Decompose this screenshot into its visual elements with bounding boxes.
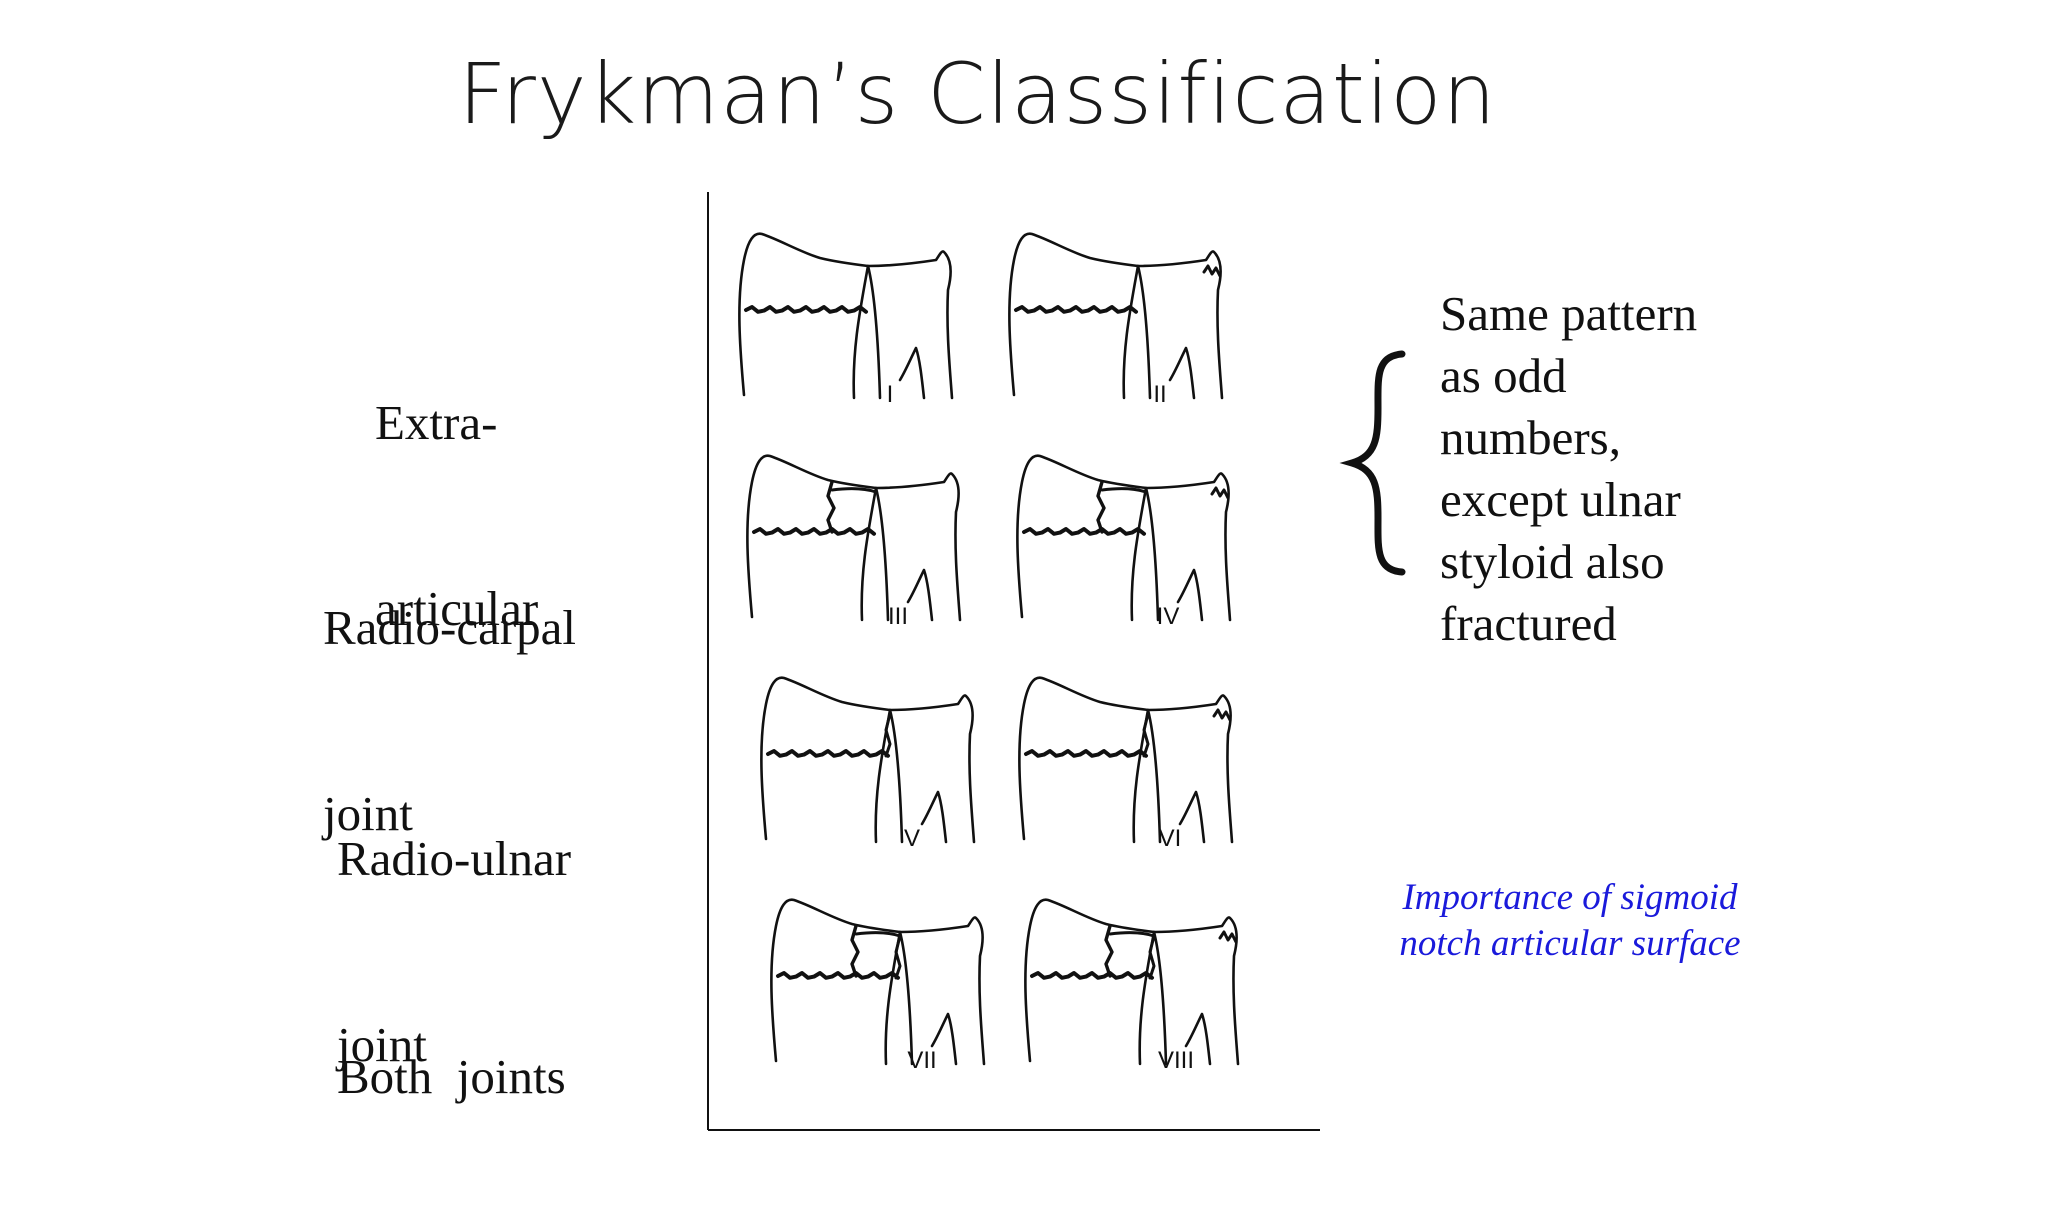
radiocarpal-fracture-extension — [826, 480, 836, 534]
ulna-bone-outline — [866, 250, 954, 400]
fracture-type-panel: V — [760, 676, 976, 852]
radiocarpal-fracture-extension — [850, 924, 860, 978]
fracture-type-panel: IV — [1016, 454, 1232, 630]
row-label-line: Both joints — [337, 1049, 566, 1104]
type-numeral-label: III — [888, 603, 908, 630]
radius-ulnar-border — [852, 264, 870, 400]
row-label-line: Radio-carpal — [323, 600, 577, 655]
type-numeral-label: VII — [907, 1047, 936, 1074]
row-label-line: Radio-ulnar — [337, 831, 572, 886]
ulna-bone-outline — [1152, 916, 1240, 1066]
curly-brace-icon — [1339, 350, 1406, 576]
ulna-inner-border — [1168, 346, 1196, 400]
radius-bone-outline — [1018, 676, 1162, 844]
note-line: styloid also — [1440, 534, 1665, 589]
radius-ulnar-border — [860, 486, 878, 622]
row-label-line: joint — [337, 1017, 427, 1072]
odd-even-note: Same pattern as odd numbers, except ulna… — [1440, 283, 1697, 655]
radius-fracture-line — [1030, 971, 1154, 980]
articular-fragment-line — [1108, 931, 1156, 938]
sigmoid-notch-fracture — [1148, 934, 1156, 980]
ulna-bone-outline — [874, 472, 962, 622]
radius-fracture-line — [744, 305, 868, 314]
ulna-bone-outline — [1146, 694, 1234, 844]
ulna-bone-outline — [1144, 472, 1232, 622]
ulna-inner-border — [930, 1012, 958, 1066]
fracture-type-panel: I — [738, 232, 954, 408]
fracture-type-panel: VIII — [1024, 898, 1240, 1074]
articular-fragment-line — [854, 931, 902, 938]
radius-ulnar-border — [884, 930, 902, 1066]
radius-fracture-line — [1024, 749, 1148, 758]
row-label-line: articular — [375, 581, 539, 636]
callout-line: Importance of sigmoid — [1402, 877, 1738, 918]
ulnar-styloid-fracture — [1218, 930, 1238, 944]
note-line: Same pattern — [1440, 286, 1698, 341]
ulna-bone-outline — [898, 916, 986, 1066]
fracture-type-panel: VII — [770, 898, 986, 1074]
ulna-inner-border — [906, 568, 934, 622]
sigmoid-notch-callout: Importance of sigmoid notch articular su… — [1370, 875, 1770, 967]
radius-ulnar-border — [1138, 930, 1156, 1066]
row-label-line: joint — [323, 786, 413, 841]
sigmoid-notch-fracture — [894, 934, 902, 980]
radius-fracture-line — [1014, 305, 1138, 314]
ulna-inner-border — [920, 790, 948, 844]
note-line: except ulnar — [1440, 472, 1681, 527]
type-numeral-label: IV — [1157, 603, 1180, 630]
ulna-inner-border — [898, 346, 926, 400]
ulna-inner-border — [1184, 1012, 1212, 1066]
slide-title: Frykman’s Classification — [458, 45, 1497, 143]
ulna-bone-outline — [1136, 250, 1224, 400]
sigmoid-notch-fracture — [884, 712, 892, 758]
ulna-inner-border — [1178, 790, 1206, 844]
radiocarpal-fracture-extension — [1096, 480, 1106, 534]
articular-fragment-line — [1100, 487, 1148, 494]
fracture-type-panel: VI — [1018, 676, 1234, 852]
radius-fracture-line — [752, 527, 876, 536]
fracture-type-panel: II — [1008, 232, 1224, 408]
row-label-both-joints: Both joints — [337, 922, 566, 1232]
ulnar-styloid-fracture — [1202, 264, 1222, 278]
note-line: as odd — [1440, 348, 1567, 403]
radius-bone-outline — [746, 454, 890, 622]
ulna-bone-outline — [888, 694, 976, 844]
radius-bone-outline — [1024, 898, 1168, 1066]
radius-bone-outline — [1008, 232, 1152, 400]
radius-ulnar-border — [1130, 486, 1148, 622]
radius-fracture-line — [776, 971, 900, 980]
radiocarpal-fracture-extension — [1104, 924, 1114, 978]
callout-line: notch articular surface — [1399, 923, 1741, 964]
radius-fracture-line — [766, 749, 890, 758]
articular-fragment-line — [830, 487, 878, 494]
type-numeral-label: VI — [1159, 825, 1182, 852]
radius-bone-outline — [1016, 454, 1160, 622]
type-numeral-label: VIII — [1158, 1047, 1194, 1074]
row-label-radio-ulnar: Radio-ulnar joint — [337, 704, 571, 1200]
row-label-line: Extra- — [375, 395, 498, 450]
fracture-type-panel: III — [746, 454, 962, 630]
radius-fracture-line — [1022, 527, 1146, 536]
note-line: numbers, — [1440, 410, 1621, 465]
radius-ulnar-border — [1132, 708, 1150, 844]
radius-bone-outline — [760, 676, 904, 844]
ulna-inner-border — [1176, 568, 1204, 622]
type-numeral-label: V — [904, 825, 920, 852]
note-line: fractured — [1440, 596, 1617, 651]
row-label-extra-articular: Extra- articular — [375, 268, 538, 764]
row-label-radio-carpal: Radio-carpal joint — [323, 473, 576, 969]
ulnar-styloid-fracture — [1212, 708, 1232, 722]
sigmoid-notch-fracture — [1142, 712, 1150, 758]
type-numeral-label: I — [887, 381, 894, 408]
slide: Frykman’s Classification Extra- articula… — [323, 45, 1770, 1131]
ulnar-styloid-fracture — [1210, 486, 1230, 500]
type-numeral-label: II — [1153, 381, 1166, 408]
radius-ulnar-border — [1122, 264, 1140, 400]
radius-bone-outline — [738, 232, 882, 400]
radius-bone-outline — [770, 898, 914, 1066]
radius-ulnar-border — [874, 708, 892, 844]
